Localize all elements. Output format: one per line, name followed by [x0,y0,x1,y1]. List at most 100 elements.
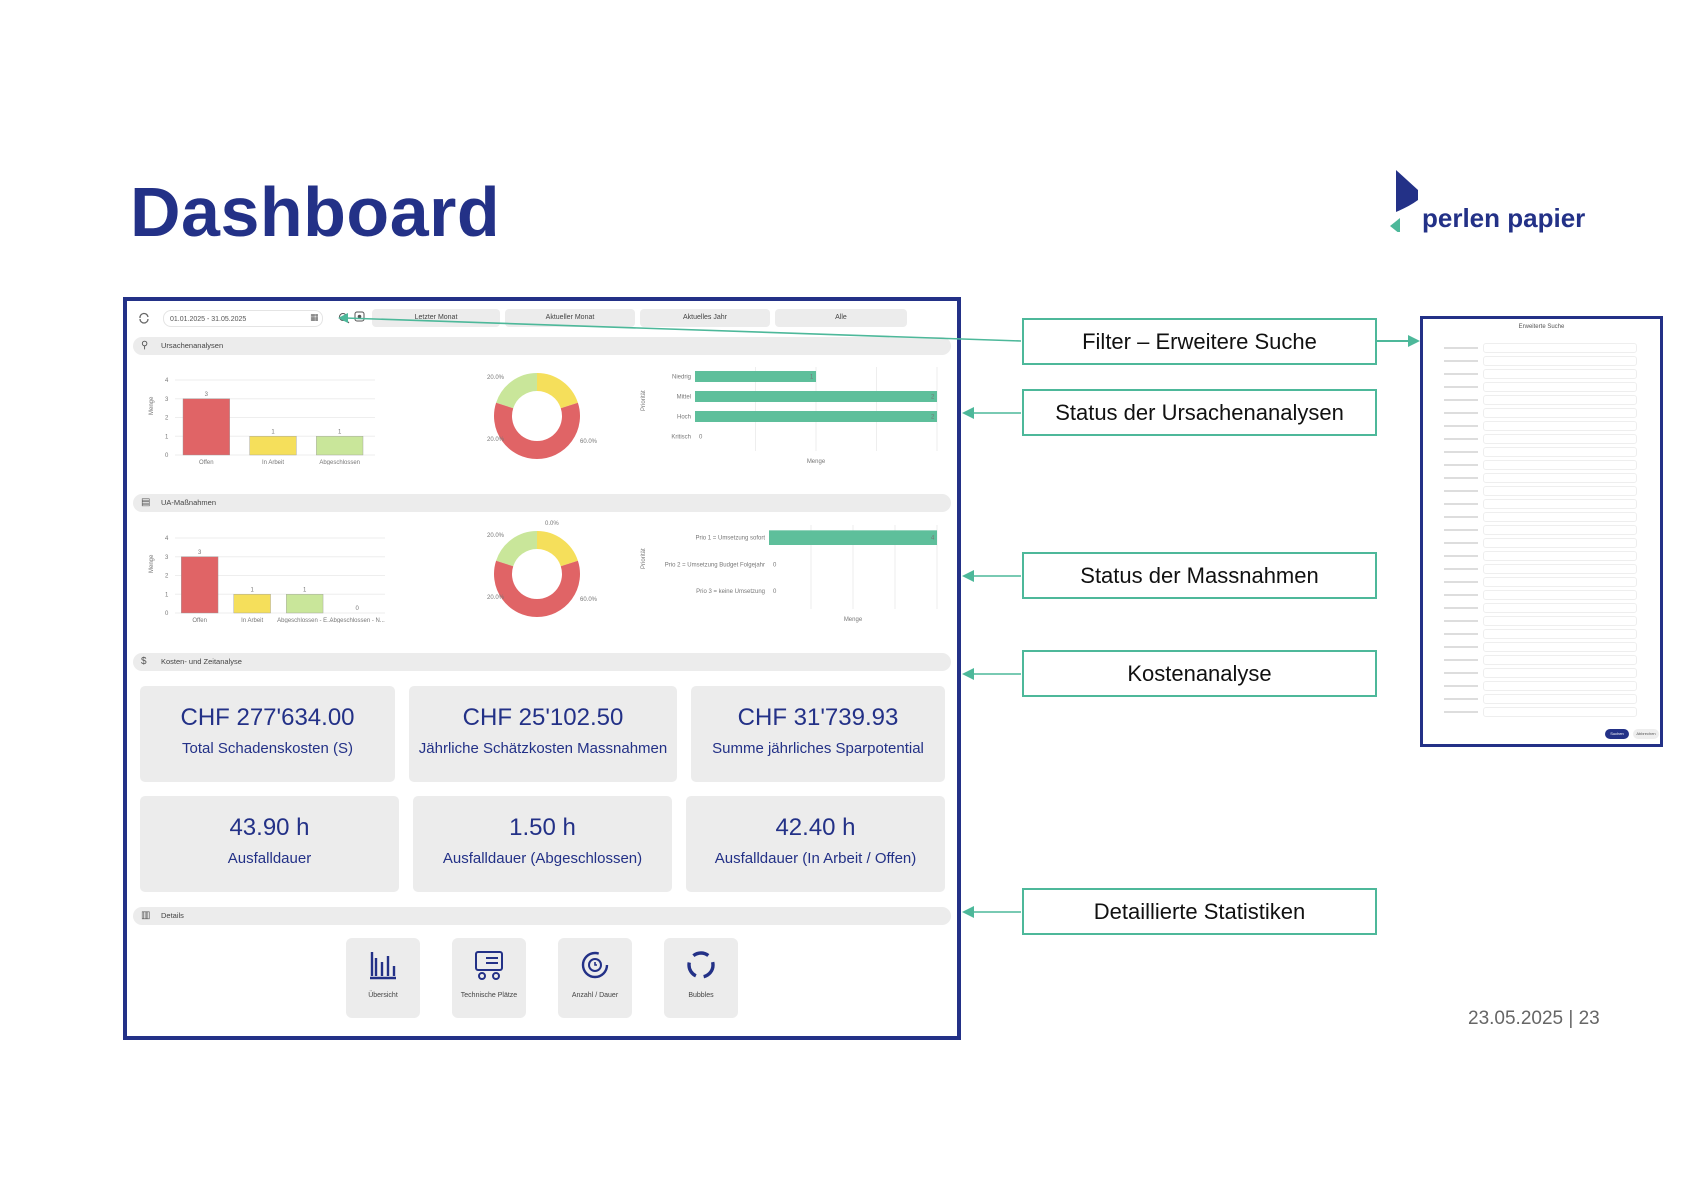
search-field-row[interactable] [1444,616,1637,626]
search-field-row[interactable] [1444,694,1637,704]
bar [249,436,297,456]
search-field-row[interactable] [1444,655,1637,665]
bar [695,371,816,382]
bubbles-icon [687,951,715,979]
search-field-row[interactable] [1444,590,1637,600]
x-tick-label: Abgeschlossen [319,460,360,465]
search-field-row[interactable] [1444,577,1637,587]
ursachen-status-donut-chart: 20.0%20.0%60.0% [487,373,598,459]
donut-slice [494,560,580,617]
tab-aktueller-monat[interactable]: Aktueller Monat [505,309,635,327]
search-field-row[interactable] [1444,642,1637,652]
data-label: 0 [356,606,360,612]
search-field-row[interactable] [1444,668,1637,678]
section-ursachenanalysen[interactable]: ⚲ Ursachenanalysen [133,337,951,355]
arrow-head-icon [338,313,348,323]
search-field-row[interactable] [1444,629,1637,639]
y-tick-label: Niedrig [672,375,691,381]
callout-filter: Filter – Erweitere Suche [1022,318,1377,365]
tab-alle[interactable]: Alle [775,309,907,327]
search-field-label [1444,516,1478,518]
search-field-row[interactable] [1444,525,1637,535]
y-tick-label: 1 [165,434,169,440]
data-label: 4 [931,536,935,542]
data-label: 0 [773,589,777,595]
search-field-row[interactable] [1444,512,1637,522]
search-field-row[interactable] [1444,408,1637,418]
search-field-label [1444,568,1478,570]
advanced-search-title: Erweiterte Suche [1518,324,1565,330]
search-field-label [1444,711,1478,713]
y-axis-label: Menge [149,396,155,415]
donut-slice [536,531,578,567]
search-field-label [1444,607,1478,609]
search-field-row[interactable] [1444,681,1637,691]
details-tile-uebersicht[interactable]: Übersicht [346,938,420,1018]
dashboard-screenshot: 01.01.2025 - 31.05.2025 ▦ Letzter Monat … [123,297,961,1040]
x-tick-label: Abgeschlossen - N... [329,618,385,623]
y-tick-label: 2 [165,416,169,422]
section-ua-massnahmen[interactable]: ▤ UA-Maßnahmen [133,494,951,512]
bar [286,594,324,614]
details-tile-technische-plaetze[interactable]: Technische Plätze [452,938,526,1018]
search-field-label [1444,581,1478,583]
section-details[interactable]: ▥ Details [133,907,951,925]
x-tick-label: Offen [192,618,207,623]
search-field-row[interactable] [1444,473,1637,483]
search-field-row[interactable] [1444,603,1637,613]
donut-slice [496,531,538,567]
search-field-label [1444,594,1478,596]
refresh-icon[interactable] [137,311,151,325]
search-field-row[interactable] [1444,551,1637,561]
search-field-label [1444,399,1478,401]
data-label: 3 [205,392,209,398]
search-field-row[interactable] [1444,564,1637,574]
details-tile-anzahl-dauer[interactable]: Anzahl / Dauer [558,938,632,1018]
time-card-ausfalldauer: 43.90 h Ausfalldauer [140,796,399,892]
search-field-row[interactable] [1444,447,1637,457]
search-field-label [1444,425,1478,427]
y-tick-label: 1 [165,592,169,598]
y-tick-label: 3 [165,397,169,403]
arrow-head-icon [962,407,974,419]
search-field-row[interactable] [1444,499,1637,509]
details-tile-bubbles[interactable]: Bubbles [664,938,738,1018]
search-field-row[interactable] [1444,395,1637,405]
callout-detaillierte-statistiken: Detaillierte Statistiken [1022,888,1377,935]
search-field-row[interactable] [1444,538,1637,548]
y-axis-label: Priorität [641,548,647,569]
y-tick-label: Prio 2 = Umsetzung Budget Folgejahr [665,562,765,568]
search-button[interactable]: Suchen [1605,729,1629,739]
date-range-input[interactable]: 01.01.2025 - 31.05.2025 [163,310,323,327]
section-kosten-zeitanalyse[interactable]: $ Kosten- und Zeitanalyse [133,653,951,671]
search-field-row[interactable] [1444,421,1637,431]
search-field-row[interactable] [1444,434,1637,444]
search-field-row[interactable] [1444,460,1637,470]
x-tick-label: Offen [199,460,214,465]
search-field-label [1444,490,1478,492]
search-field-row[interactable] [1444,707,1637,717]
y-tick-label: 3 [165,555,169,561]
cancel-button[interactable]: Abbrechen [1633,729,1659,739]
search-field-row[interactable] [1444,486,1637,496]
search-field-row[interactable] [1444,369,1637,379]
search-field-row[interactable] [1444,382,1637,392]
time-card-in-arbeit-offen: 42.40 h Ausfalldauer (In Arbeit / Offen) [686,796,945,892]
search-field-label [1444,620,1478,622]
calendar-icon[interactable]: ▦ [310,312,319,322]
search-field-label [1444,659,1478,661]
search-field-row[interactable] [1444,356,1637,366]
search-field-label [1444,542,1478,544]
arrow-head-icon [1408,335,1420,347]
search-field-row[interactable] [1444,343,1637,353]
data-label: 2 [931,415,935,421]
search-field-label [1444,633,1478,635]
data-label: 1 [338,429,342,435]
tab-aktuelles-jahr[interactable]: Aktuelles Jahr [640,309,770,327]
data-label: 2 [931,395,935,401]
donut-slice [536,373,578,409]
data-label: 1 [303,587,307,593]
